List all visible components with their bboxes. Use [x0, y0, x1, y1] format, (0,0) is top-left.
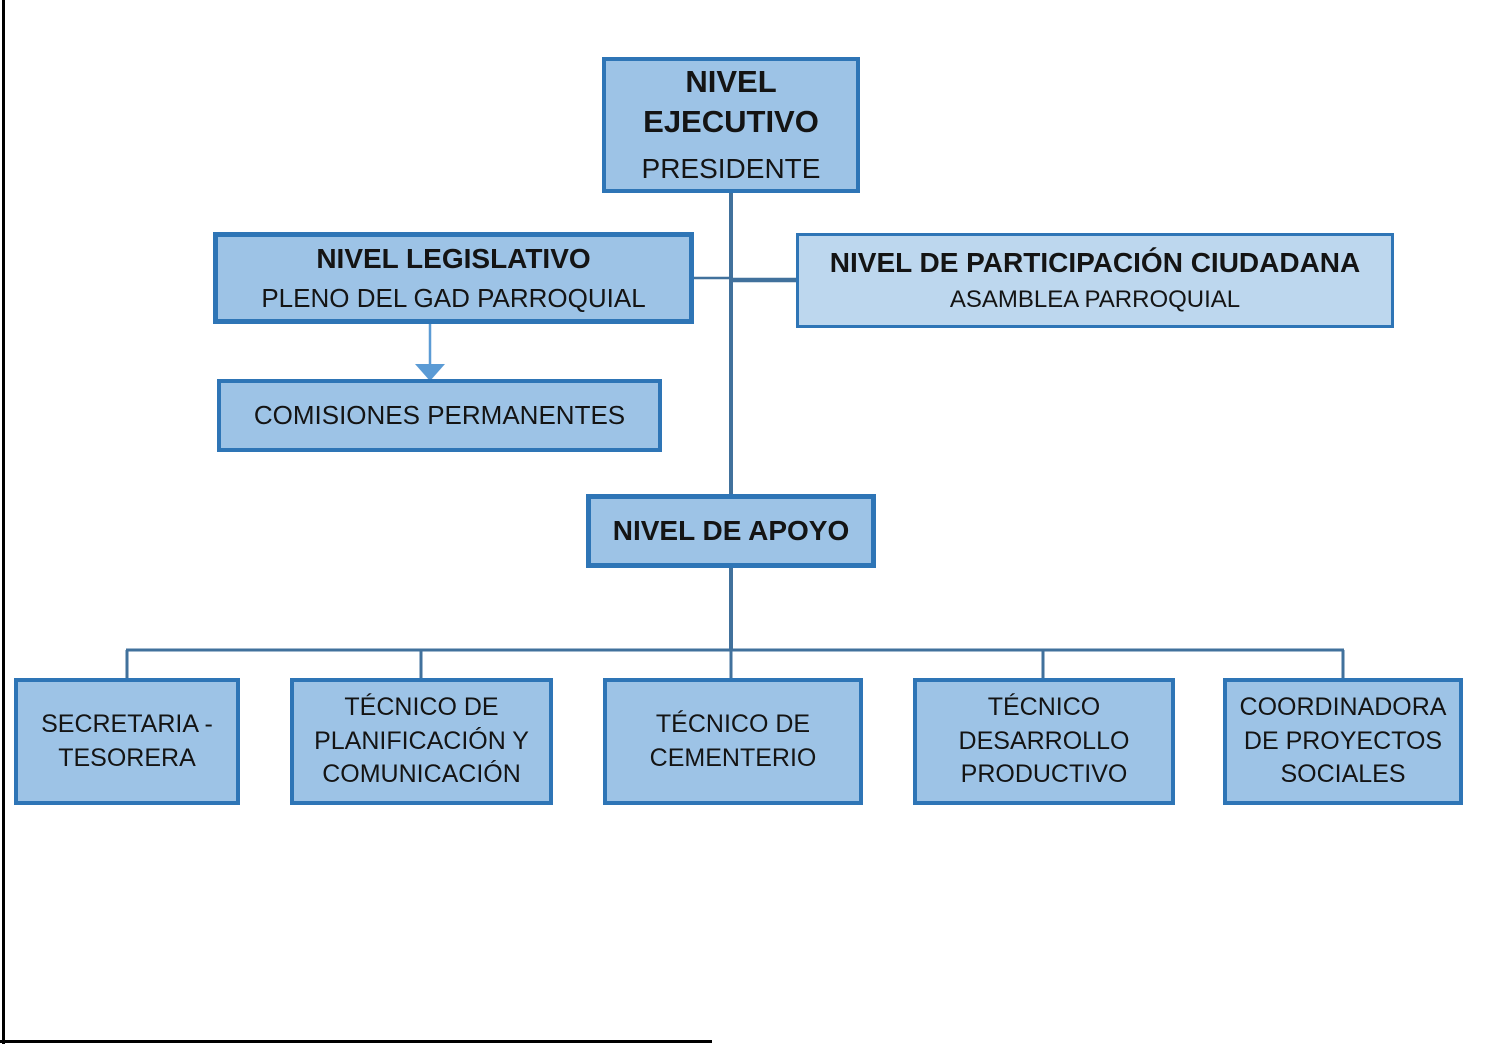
node-subtitle: PLENO DEL GAD PARROQUIAL — [261, 282, 646, 313]
node-tecnico-de-cementerio: TÉCNICO DE CEMENTERIO — [603, 678, 863, 805]
node-tecnico-de-planificacion-y-comunicacion: TÉCNICO DE PLANIFICACIÓN Y COMUNICACIÓN — [290, 678, 553, 805]
node-secretaria-tesorera: SECRETARIA - TESORERA — [14, 678, 240, 805]
node-title: TÉCNICO DESARROLLO PRODUCTIVO — [958, 692, 1130, 789]
arrow-head — [415, 364, 445, 381]
node-title: NIVEL EJECUTIVO — [643, 64, 819, 139]
node-title: NIVEL DE PARTICIPACIÓN CIUDADANA — [829, 247, 1361, 279]
node-title: SECRETARIA - TESORERA — [41, 709, 213, 772]
node-subtitle: PRESIDENTE — [641, 153, 821, 185]
node-title: NIVEL LEGISLATIVO — [316, 242, 591, 274]
node-tecnico-desarrollo-productivo: TÉCNICO DESARROLLO PRODUCTIVO — [913, 678, 1175, 805]
node-title: NIVEL DE APOYO — [612, 515, 850, 547]
page-frame-left-border — [2, 0, 5, 1044]
node-title: TÉCNICO DE PLANIFICACIÓN Y COMUNICACIÓN — [314, 692, 529, 789]
node-title: COMISIONES PERMANENTES — [253, 399, 626, 430]
node-title: TÉCNICO DE CEMENTERIO — [649, 709, 817, 772]
node-nivel-de-participacion-ciudadana: NIVEL DE PARTICIPACIÓN CIUDADANA ASAMBLE… — [796, 233, 1394, 328]
node-nivel-ejecutivo: NIVEL EJECUTIVO PRESIDENTE — [602, 57, 860, 193]
node-nivel-legislativo: NIVEL LEGISLATIVO PLENO DEL GAD PARROQUI… — [213, 232, 694, 324]
node-title: COORDINADORA DE PROYECTOS SOCIALES — [1239, 692, 1447, 789]
node-coordinadora-de-proyectos-sociales: COORDINADORA DE PROYECTOS SOCIALES — [1223, 678, 1463, 805]
page-frame-bottom-border — [0, 1040, 712, 1043]
node-nivel-de-apoyo: NIVEL DE APOYO — [586, 494, 876, 568]
node-subtitle: ASAMBLEA PARROQUIAL — [949, 286, 1241, 314]
node-comisiones-permanentes: COMISIONES PERMANENTES — [217, 379, 662, 452]
